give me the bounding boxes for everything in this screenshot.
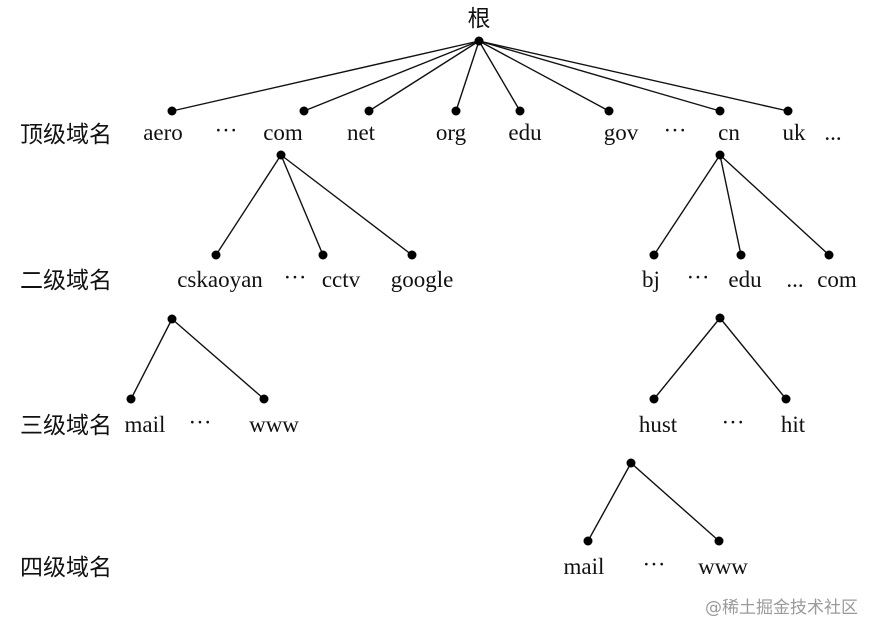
node-www: [259, 394, 269, 404]
level-label-fourth: 四级域名: [20, 555, 112, 581]
edge-cn-com: [719, 154, 830, 256]
domain-label-www: www: [249, 412, 299, 437]
edge-cskaoyan-www: [171, 318, 265, 400]
node-uk: [783, 106, 793, 116]
edge-edu-hust: [653, 317, 721, 400]
level-label-third: 三级域名: [20, 413, 112, 439]
fourth-labels: mail ··· www: [564, 552, 749, 579]
edge-root-cn: [478, 40, 721, 112]
node-hust: [649, 394, 659, 404]
edge-root-uk: [478, 40, 789, 112]
edges-hust-to-fourth: [587, 462, 720, 542]
sld-labels: cskaoyan ··· cctv google bj ··· edu ... …: [177, 265, 857, 292]
node-org: [451, 106, 461, 116]
edges-cn-to-sld: [653, 154, 830, 256]
ellipsis-third-cskaoyan: ···: [189, 410, 212, 435]
node-hust-www: [714, 536, 724, 546]
edge-cn-edu: [719, 154, 742, 256]
domain-label-cn-edu: edu: [728, 267, 762, 292]
ellipsis-tld-end: ...: [824, 120, 841, 145]
node-cn-parent: [715, 150, 725, 160]
domain-label-org: org: [436, 120, 467, 145]
node-edu: [515, 106, 525, 116]
node-hust-parent: [626, 458, 636, 468]
domain-label-cn-com: com: [817, 267, 857, 292]
ellipsis-tld-2: ···: [664, 118, 687, 143]
node-google: [407, 250, 417, 260]
edge-root-edu: [478, 40, 521, 112]
domain-label-google: google: [391, 267, 454, 292]
nodes: [126, 36, 834, 546]
ellipsis-tld-1: ···: [215, 118, 238, 143]
domain-label-cctv: cctv: [322, 267, 361, 292]
level-labels: 顶级域名 二级域名 三级域名 四级域名: [20, 122, 112, 581]
edges-cskaoyan-to-third: [130, 318, 265, 400]
domain-label-hust-mail: mail: [564, 554, 605, 579]
ellipsis-fourth-hust: ···: [643, 552, 666, 577]
node-cskaoyan: [211, 250, 221, 260]
node-hust-mail: [583, 536, 593, 546]
node-mail: [126, 394, 136, 404]
ellipsis-sld-cn-2: ...: [786, 267, 803, 292]
node-cskaoyan-parent: [167, 314, 177, 324]
edge-cskaoyan-mail: [130, 318, 173, 400]
node-root: [474, 36, 484, 46]
edge-com-cskaoyan: [215, 154, 282, 256]
edges-edu-to-third: [653, 317, 787, 400]
domain-label-edu: edu: [508, 120, 542, 145]
ellipsis-third-edu: ···: [722, 410, 745, 435]
edge-com-google: [280, 154, 413, 256]
domain-label-bj: bj: [642, 267, 660, 292]
node-gov: [604, 106, 614, 116]
node-cctv: [318, 250, 328, 260]
domain-label-gov: gov: [604, 120, 639, 145]
edge-root-com: [303, 40, 480, 112]
node-net: [364, 106, 374, 116]
edge-root-org: [455, 40, 480, 112]
level-label-tld: 顶级域名: [20, 122, 112, 148]
third-labels: mail ··· www hust ··· hit: [125, 410, 806, 437]
node-com-parent: [276, 150, 286, 160]
edge-hust-www: [630, 462, 720, 542]
node-aero: [167, 106, 177, 116]
domain-label-uk: uk: [783, 120, 807, 145]
edges-com-to-sld: [215, 154, 413, 256]
edge-cn-bj: [653, 154, 721, 256]
domain-label-cskaoyan: cskaoyan: [177, 267, 263, 292]
domain-label-com: com: [263, 120, 303, 145]
node-edu-parent: [715, 313, 725, 323]
level-label-sld: 二级域名: [20, 268, 112, 294]
node-cn-edu: [736, 250, 746, 260]
edge-root-net: [368, 40, 480, 112]
root-label: 根: [468, 6, 491, 32]
edge-hust-mail: [587, 462, 632, 542]
edge-edu-hit: [719, 317, 787, 400]
domain-label-aero: aero: [143, 120, 183, 145]
node-cn-com: [824, 250, 834, 260]
domain-label-net: net: [347, 120, 376, 145]
node-bj: [649, 250, 659, 260]
node-cn: [715, 106, 725, 116]
domain-label-cn: cn: [718, 120, 740, 145]
tld-labels: aero ··· com net org edu gov ··· cn uk .…: [143, 118, 841, 145]
domain-label-hust-www: www: [698, 554, 748, 579]
ellipsis-sld-cn-1: ···: [687, 265, 710, 290]
edge-com-cctv: [280, 154, 324, 256]
node-hit: [781, 394, 791, 404]
edge-root-gov: [478, 40, 610, 112]
edge-root-aero: [171, 40, 480, 112]
domain-label-mail: mail: [125, 412, 166, 437]
ellipsis-sld-com: ···: [284, 265, 307, 290]
domain-label-hit: hit: [781, 412, 806, 437]
node-com: [299, 106, 309, 116]
edges-root-to-tld: [171, 40, 789, 112]
watermark-text: @稀土掘金技术社区: [705, 598, 858, 618]
domain-label-hust: hust: [639, 412, 678, 437]
